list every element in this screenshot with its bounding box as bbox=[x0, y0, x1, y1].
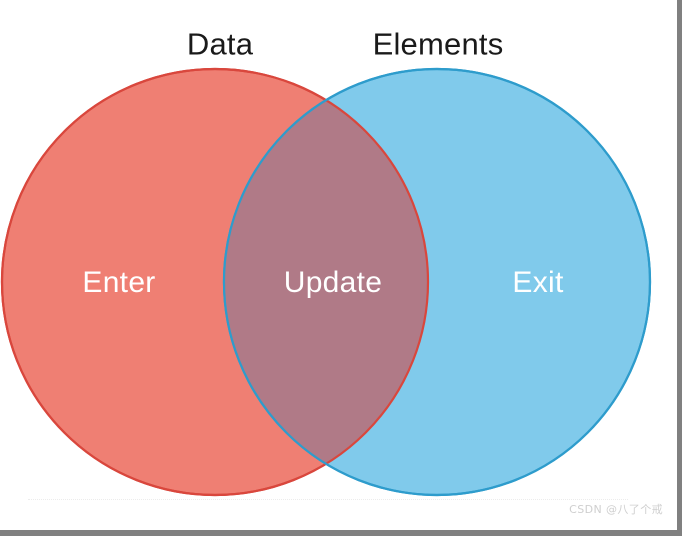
region-label-enter: Enter bbox=[82, 266, 156, 299]
viewport-edge-bottom bbox=[0, 530, 682, 536]
set-title-data: Data bbox=[186, 26, 254, 62]
viewport-edge-right bbox=[677, 0, 682, 536]
csdn-watermark: CSDN @八了个戒 bbox=[569, 503, 663, 516]
region-label-exit: Exit bbox=[512, 266, 564, 299]
set-circle-elements-outline bbox=[222, 67, 652, 497]
set-title-elements: Elements bbox=[372, 26, 504, 62]
region-label-update: Update bbox=[283, 266, 383, 299]
intersection-lens bbox=[224, 69, 428, 495]
set-circle-data-outline bbox=[0, 67, 430, 497]
figure-baseline bbox=[28, 499, 628, 501]
